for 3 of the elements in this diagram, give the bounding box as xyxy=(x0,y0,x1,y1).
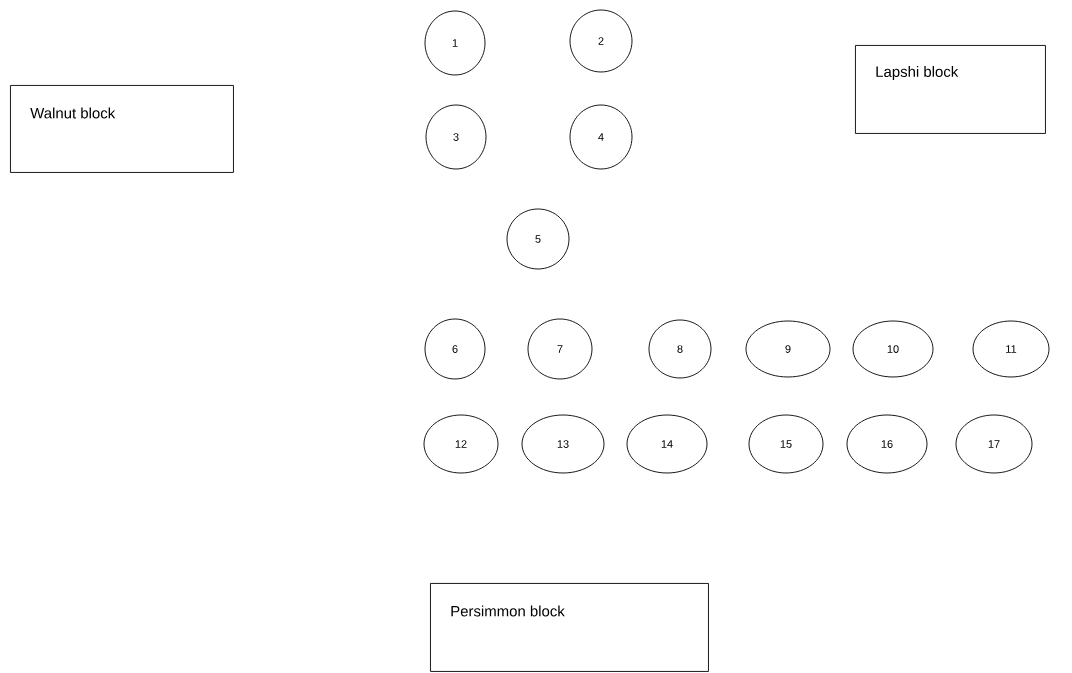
block-box: Walnut block xyxy=(10,85,234,173)
block-box: Lapshi block xyxy=(855,45,1046,134)
block-box: Persimmon block xyxy=(430,583,709,672)
